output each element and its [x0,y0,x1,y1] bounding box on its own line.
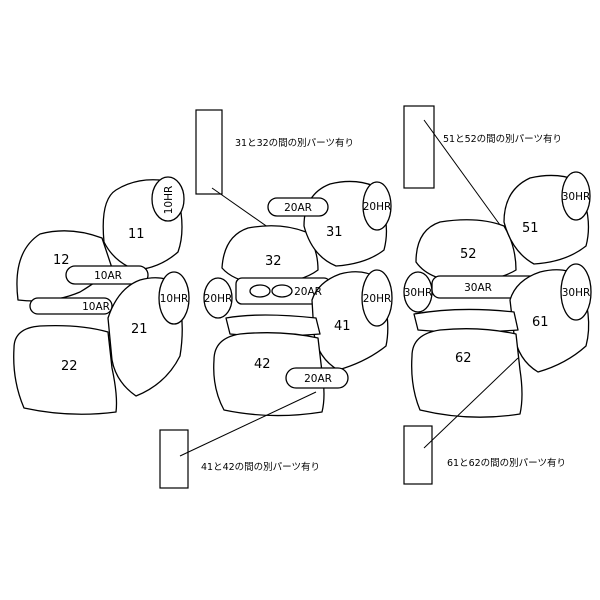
note-box-51-52 [403,105,435,189]
seat-51-label: 51 [522,221,539,236]
note-box-41-42 [159,429,189,489]
headrest-30hr-side[interactable] [403,271,433,313]
cupholder-right-icon [271,284,293,298]
seat-52-label: 52 [460,247,477,262]
seat-11-label: 11 [128,227,145,242]
note-51-52: 51と52の間の別パーツ有り [443,133,562,145]
headrest-30hr-side-label: 30HR [404,287,433,299]
leader-61-62 [423,357,519,449]
armrest-10ar-upper[interactable] [65,265,149,285]
seat-group-row1: 11 12 21 22 10HR 10HR 10AR 10AR [13,176,190,415]
headrest-30hr-upper-label: 30HR [562,191,591,203]
headrest-30hr-upper[interactable] [561,171,591,221]
seat-62-label: 62 [455,351,472,366]
headrest-10hr-lower-label: 10HR [160,293,189,305]
seat-31-label: 31 [326,225,343,240]
armrest-10ar-lower-label: 10AR [82,301,110,313]
seat-41-label: 41 [334,319,351,334]
armrest-10ar-upper-label: 10AR [94,270,122,282]
note-31-32: 31と32の間の別パーツ有り [235,137,354,149]
note-41-42: 41と42の間の別パーツ有り [201,461,320,473]
armrest-20ar-upper[interactable] [267,197,329,217]
armrest-20ar-lower-label: 20AR [304,373,332,385]
seat-61-label: 61 [532,315,549,330]
headrest-20hr-upper-label: 20HR [363,201,392,213]
headrest-20hr-lower[interactable] [361,269,393,327]
seat-22-label: 22 [61,359,78,374]
headrest-10hr-lower[interactable] [158,271,190,325]
headrest-30hr-lower[interactable] [560,263,592,321]
seat-42-cushion[interactable] [213,332,325,417]
console-20ar-label: 20AR [294,286,322,298]
seat-42-label: 42 [254,357,271,372]
cupholder-left-icon [249,284,271,298]
seat-group-row3: 51と52の間の別パーツ有り 61と62の間の別パーツ有り 51 52 61 6… [403,105,592,485]
note-box-61-62 [403,425,433,485]
headrest-30hr-lower-label: 30HR [562,287,591,299]
seat-group-row2: 31と32の間の別パーツ有り 41と42の間の別パーツ有り 31 32 41 4… [159,109,393,489]
headrest-10hr-upper-label: 10HR [163,186,175,215]
leader-51-52 [423,119,509,237]
headrest-20hr-lower-label: 20HR [363,293,392,305]
headrest-20hr-side[interactable] [203,277,233,319]
seat-62-cushion[interactable] [411,328,523,418]
armrest-20ar-lower[interactable] [285,367,349,389]
headrest-10hr-upper[interactable] [151,176,185,222]
armrest-30ar-label: 30AR [464,282,492,294]
seat-12-label: 12 [53,253,70,268]
headrest-20hr-side-label: 20HR [204,293,233,305]
headrest-20hr-upper[interactable] [362,181,392,231]
seat-22-cushion[interactable] [13,324,118,415]
armrest-20ar-upper-label: 20AR [284,202,312,214]
note-61-62: 61と62の間の別パーツ有り [447,457,566,469]
armrest-10ar-lower[interactable] [29,297,113,315]
leader-41-42 [179,391,317,457]
seat-32-label: 32 [265,254,282,269]
seat-21-label: 21 [131,322,148,337]
note-box-31-32 [195,109,223,195]
